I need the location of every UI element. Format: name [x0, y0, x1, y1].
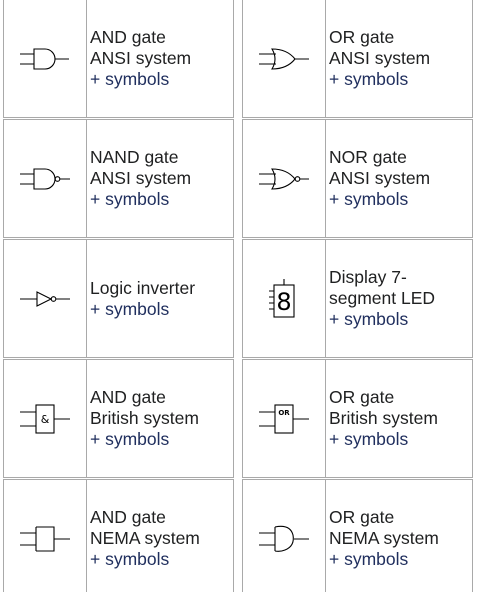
symbol-title: Logic inverter [90, 277, 196, 298]
symbol-subtitle: British system [329, 408, 438, 428]
symbol-card-logic-inverter[interactable]: Logic inverter + symbols [3, 239, 234, 358]
symbol-card-and-ansi[interactable]: AND gate ANSI system + symbols [3, 0, 234, 118]
symbol-description: OR gate British system + symbols [329, 360, 472, 477]
symbol-description: Display 7-segment LED + symbols [329, 240, 472, 357]
symbol-card-or-ansi[interactable]: OR gate ANSI system + symbols [242, 0, 473, 118]
more-symbols-link[interactable]: + symbols [90, 549, 170, 569]
symbol-card-seven-segment[interactable]: 8 Display 7-segment LED + symbols [242, 239, 473, 358]
or-gate-ansi-icon [259, 48, 309, 70]
symbol-title: NOR gate [329, 147, 407, 167]
more-symbols-link[interactable]: + symbols [90, 189, 170, 209]
icon-frame: & [4, 360, 87, 477]
seven-segment-display-icon: 8 [269, 279, 295, 318]
more-symbols-link[interactable]: + symbols [90, 429, 170, 449]
and-gate-british-icon: & [20, 404, 70, 434]
symbol-subtitle: ANSI system [90, 48, 192, 68]
icon-frame [4, 120, 87, 237]
symbol-subtitle: ANSI system [90, 168, 192, 188]
and-gate-ansi-icon [20, 48, 69, 70]
icon-frame [4, 0, 87, 117]
more-symbols-link[interactable]: + symbols [329, 429, 409, 449]
symbol-subtitle: NEMA system [90, 528, 200, 548]
display-digit: 8 [276, 288, 291, 316]
symbol-card-nand-ansi[interactable]: NAND gate ANSI system + symbols [3, 119, 234, 238]
more-symbols-link[interactable]: + symbols [329, 189, 409, 209]
more-symbols-link[interactable]: + symbols [329, 69, 409, 89]
symbol-description: AND gate ANSI system + symbols [90, 0, 233, 117]
symbol-card-or-nema[interactable]: OR gate NEMA system + symbols [242, 479, 473, 592]
symbol-card-and-nema[interactable]: AND gate NEMA system + symbols [3, 479, 234, 592]
symbol-description: Logic inverter + symbols [90, 240, 233, 357]
symbol-title: AND gate [90, 387, 166, 407]
icon-frame [4, 240, 87, 357]
symbol-title: Display 7-segment LED [329, 267, 436, 308]
more-symbols-link[interactable]: + symbols [329, 549, 409, 569]
icon-frame [4, 480, 87, 592]
symbol-title: OR gate [329, 387, 395, 407]
and-gate-nema-icon [20, 526, 70, 552]
symbol-description: NOR gate ANSI system + symbols [329, 120, 472, 237]
icon-frame [243, 0, 326, 117]
gate-glyph: OR [278, 409, 290, 417]
more-symbols-link[interactable]: + symbols [90, 298, 170, 319]
icon-frame [243, 120, 326, 237]
symbol-subtitle: ANSI system [329, 48, 431, 68]
symbol-card-nor-ansi[interactable]: NOR gate ANSI system + symbols [242, 119, 473, 238]
symbol-subtitle: British system [90, 408, 199, 428]
symbol-description: OR gate NEMA system + symbols [329, 480, 472, 592]
more-symbols-link[interactable]: + symbols [329, 309, 409, 329]
nor-gate-ansi-icon [259, 168, 309, 190]
or-gate-nema-icon [259, 525, 309, 552]
symbol-title: AND gate [90, 27, 166, 47]
nand-gate-ansi-icon [20, 168, 70, 190]
symbol-description: AND gate NEMA system + symbols [90, 480, 233, 592]
symbol-card-and-british[interactable]: & AND gate British system + symbols [3, 359, 234, 478]
symbol-title: OR gate [329, 27, 395, 47]
symbol-description: NAND gate ANSI system + symbols [90, 120, 233, 237]
symbol-description: AND gate British system + symbols [90, 360, 233, 477]
logic-inverter-icon [20, 291, 70, 307]
symbol-card-or-british[interactable]: OR OR gate British system + symbols [242, 359, 473, 478]
icon-frame: OR [243, 360, 326, 477]
icon-frame: 8 [243, 240, 326, 357]
or-gate-british-icon: OR [259, 404, 309, 434]
symbol-subtitle: NEMA system [329, 528, 439, 548]
symbol-title: OR gate [329, 507, 395, 527]
symbol-title: AND gate [90, 507, 166, 527]
symbol-description: OR gate ANSI system + symbols [329, 0, 472, 117]
symbol-subtitle: ANSI system [329, 168, 431, 188]
symbol-title: NAND gate [90, 147, 179, 167]
gate-glyph: & [41, 413, 50, 426]
more-symbols-link[interactable]: + symbols [90, 69, 170, 89]
icon-frame [243, 480, 326, 592]
